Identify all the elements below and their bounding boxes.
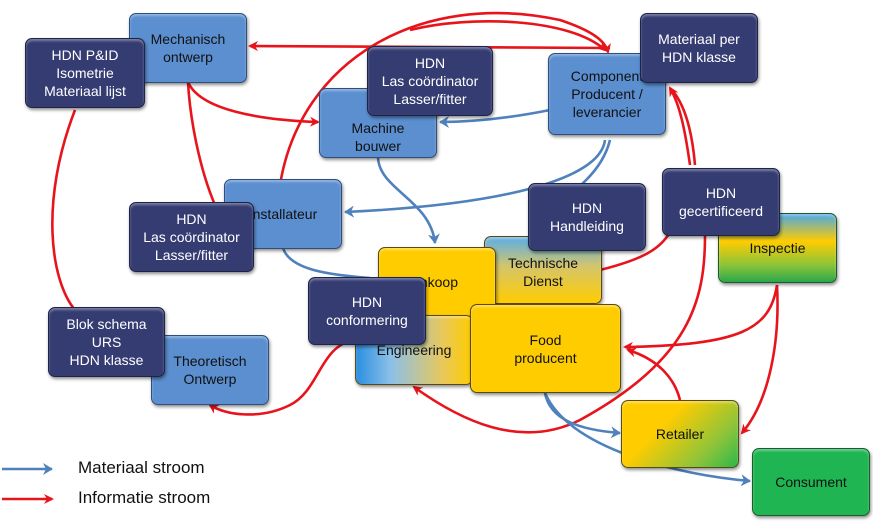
hdn-node-blok-schema: Blok schema URS HDN klasse (48, 307, 165, 377)
info-arrow (278, 11, 611, 186)
node-theoretisch-ontwerp: Theoretisch Ontwerp (151, 335, 269, 405)
legend-information-label: Informatie stroom (78, 488, 211, 507)
node-food-producent: Food producent (470, 304, 621, 393)
info-arrow (208, 338, 356, 416)
legend-material-label: Materiaal stroom (78, 458, 205, 477)
info-arrow (186, 81, 320, 127)
node-consument: Consument (752, 448, 870, 516)
node-retailer: Retailer (621, 400, 739, 468)
info-arrow (623, 284, 779, 352)
material-arrow (543, 392, 621, 439)
node-mechanisch-ontwerp: Mechanisch ontwerp (129, 13, 247, 83)
info-arrow (668, 86, 692, 166)
hdn-node-materiaal-klasse: Materiaal per HDN klasse (640, 13, 758, 83)
info-arrow (740, 284, 779, 435)
info-arrow (409, 20, 607, 52)
hdn-node-handleiding: HDN Handleiding (528, 183, 646, 251)
hdn-node-gecertificeerd: HDN gecertificeerd (662, 168, 780, 236)
info-arrow (626, 347, 682, 401)
hdn-node-conformering: HDN conformering (308, 277, 426, 345)
hdn-node-las-coordinator-top: HDN Las coördinator Lasser/fitter (367, 46, 493, 116)
material-arrow (439, 108, 551, 128)
hdn-node-pid-isometrie: HDN P&ID Isometrie Materiaal lijst (25, 38, 145, 108)
info-arrow (599, 231, 672, 272)
material-arrow (376, 157, 440, 244)
hdn-node-las-coordinator-left: HDN Las coördinator Lasser/fitter (129, 202, 254, 272)
info-arrow (186, 81, 217, 206)
info-arrow (671, 89, 697, 166)
info-arrow (51, 109, 77, 311)
material-arrow (281, 247, 371, 280)
info-arrow (412, 235, 707, 434)
